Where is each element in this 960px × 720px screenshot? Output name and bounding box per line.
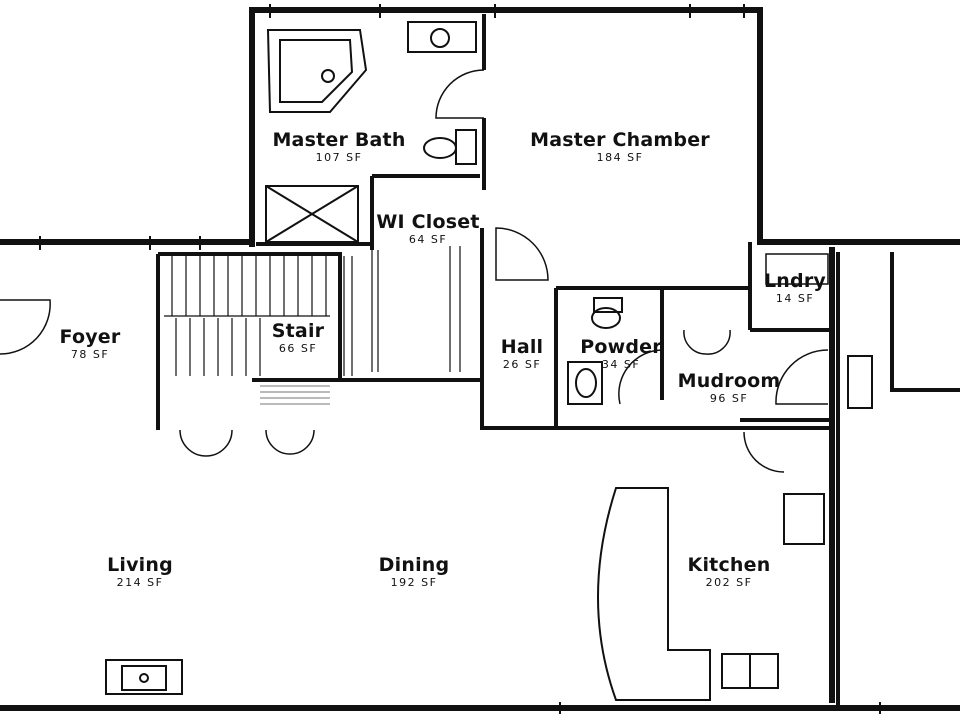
room-name: Foyer: [59, 326, 121, 348]
room-master-chamber: Master Chamber 184 SF: [520, 129, 720, 164]
room-name: Kitchen: [687, 554, 771, 576]
room-name: Hall: [500, 336, 544, 358]
doors: [0, 69, 829, 473]
room-kitchen: Kitchen 202 SF: [676, 554, 782, 589]
laundry-machine: [765, 253, 829, 285]
room-area: 78 SF: [70, 348, 110, 361]
room-dining: Dining 192 SF: [362, 554, 466, 589]
door-mudroom: [775, 349, 829, 405]
hatching: [260, 385, 330, 405]
interior-walls: [156, 14, 960, 708]
shower: [265, 185, 359, 243]
room-name: Master Bath: [272, 129, 406, 151]
room-area: 66 SF: [278, 342, 318, 355]
door-powder: [618, 349, 663, 405]
kitchen-island: [597, 487, 711, 701]
range: [783, 493, 825, 545]
room-wi-closet: WI Closet 64 SF: [362, 211, 494, 246]
room-name: Master Chamber: [530, 129, 710, 151]
room-name: Living: [107, 554, 173, 576]
room-name: Stair: [271, 320, 325, 342]
closet-shelves: [343, 246, 461, 376]
wall-stair: [156, 252, 342, 430]
room-mudroom: Mudroom 96 SF: [666, 370, 792, 405]
walls: [0, 7, 960, 711]
room-area: 192 SF: [390, 576, 438, 589]
stair-treads: [164, 256, 330, 376]
mudroom-closet-doors: [683, 329, 731, 355]
room-area: 26 SF: [502, 358, 542, 371]
door-mudroom-kitchen: [743, 431, 785, 473]
room-powder: Powder 34 SF: [570, 336, 672, 371]
room-area: 14 SF: [775, 292, 815, 305]
door-hall: [495, 227, 549, 281]
room-area: 96 SF: [709, 392, 749, 405]
wall-bath-bottom: [256, 174, 480, 250]
fridge: [847, 355, 873, 409]
room-name: WI Closet: [376, 211, 480, 233]
bath-toilet: [423, 129, 477, 165]
room-area: 202 SF: [705, 576, 753, 589]
room-stair: Stair 66 SF: [262, 320, 334, 355]
wall-right-bay: [890, 252, 960, 392]
room-living: Living 214 SF: [90, 554, 190, 589]
room-name: Lndry: [764, 270, 826, 292]
room-name: Mudroom: [677, 370, 781, 392]
window-marks: [39, 4, 881, 714]
room-area: 107 SF: [315, 151, 363, 164]
wall-laundry: [748, 242, 832, 332]
room-foyer: Foyer 78 SF: [45, 326, 135, 361]
wall-hall-powder: [554, 286, 750, 428]
closet-doors-left: [179, 429, 233, 457]
room-hall: Hall 26 SF: [490, 336, 554, 371]
wall-upper-wing: [249, 7, 763, 247]
bath-sink: [407, 21, 477, 53]
room-area: 184 SF: [596, 151, 644, 164]
room-master-bath: Master Bath 107 SF: [262, 129, 416, 164]
room-lndry: Lndry 14 SF: [758, 270, 832, 305]
room-area: 64 SF: [408, 233, 448, 246]
powder-fixtures: [567, 297, 623, 405]
kitchen-fixtures: [597, 355, 873, 701]
door-bath: [435, 69, 485, 119]
room-name: Dining: [378, 554, 450, 576]
room-area: 34 SF: [601, 358, 641, 371]
room-area: 214 SF: [116, 576, 164, 589]
room-name: Powder: [580, 336, 662, 358]
door-foyer: [0, 299, 51, 355]
corner-tub: [266, 29, 368, 113]
closet-doors-right: [265, 429, 315, 455]
hearth: [105, 659, 183, 695]
